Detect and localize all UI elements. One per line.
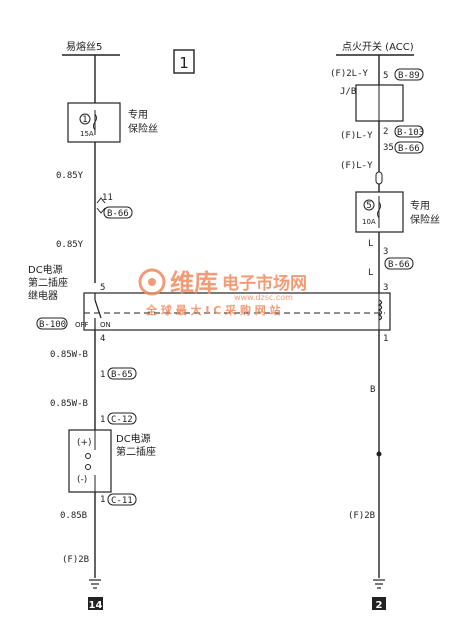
relay-title-3: 继电器: [28, 289, 58, 302]
right-conn-b66b-frame: [384, 257, 414, 270]
watermark-url: www.dzsc.com: [234, 293, 293, 302]
right-conn-b89: B-89: [398, 71, 420, 81]
left-fuse-num-circle: [79, 113, 91, 125]
right-splice-icon: [375, 171, 383, 185]
right-pin2: 2: [383, 127, 388, 137]
right-wire5-label: B: [370, 385, 375, 395]
right-source-label: 点火开关 (ACC): [342, 40, 414, 53]
right-ground-badge: [372, 597, 386, 610]
right-ground-num: 2: [376, 600, 383, 611]
left-conn-c11: C-11: [111, 496, 133, 506]
right-wire6-label: (F)2B: [348, 511, 375, 521]
right-fuse-num-circle: [363, 199, 375, 211]
left-pin1a: 1: [100, 370, 105, 380]
right-conn-b66: B-66: [398, 144, 420, 154]
watermark-title: 电子市场网: [222, 273, 307, 294]
left-wire2-label: 0.85Y: [56, 240, 84, 250]
relay-conn: B-100: [39, 320, 66, 330]
socket-terminal-bottom: [85, 464, 91, 470]
right-pin5: 5: [383, 71, 388, 81]
page-number: 1: [179, 54, 189, 72]
right-conn-b66-frame: [394, 141, 424, 154]
socket-title-1: DC电源: [116, 432, 151, 445]
relay-pin5: 5: [100, 283, 105, 293]
right-fuse-element-icon: [377, 201, 381, 219]
jb-label: J/B: [340, 87, 356, 97]
socket-box: [68, 429, 112, 493]
left-conn-c11-frame: [107, 493, 137, 506]
right-wire-fly: (F)L-Y: [340, 131, 373, 141]
right-wire3-label: L: [368, 239, 373, 249]
relay-pin3: 3: [383, 283, 388, 293]
left-connector-icon: [96, 197, 106, 214]
relay-coil-icon: [377, 299, 383, 321]
left-ground-num: 14: [89, 600, 103, 611]
relay-on: ON: [100, 321, 111, 329]
left-conn-b65: B-65: [111, 370, 133, 380]
left-fuse-label-1: 专用: [128, 108, 148, 121]
socket-title-2: 第二插座: [116, 445, 156, 458]
left-wire1-label: 0.85Y: [56, 171, 84, 181]
right-wire2-label: (F)L-Y: [340, 161, 373, 171]
left-fuse-amp: 15A: [80, 130, 94, 138]
relay-pin4: 4: [100, 334, 105, 344]
socket-terminal-top: [85, 453, 91, 459]
socket-plus: (+): [77, 438, 92, 448]
relay-box: [83, 292, 391, 331]
left-pin1c: 1: [100, 495, 105, 505]
left-wire4-label: 0.85W-B: [50, 399, 88, 409]
right-wire4-label: L: [368, 268, 373, 278]
right-fuse-num: 5: [366, 201, 372, 211]
relay-switch-blade: [94, 299, 102, 319]
right-conn-b89-frame: [394, 68, 424, 81]
left-wire6-label: (F)2B: [62, 555, 89, 565]
left-conn-c12-frame: [107, 412, 137, 425]
left-wire5-label: 0.85B: [60, 511, 87, 521]
right-fuse-label-1: 专用: [410, 199, 430, 212]
watermark-logo-dot: [148, 278, 156, 286]
left-fuse-element-icon: [93, 113, 97, 131]
page-number-box: [173, 49, 195, 74]
left-ground-badge: [88, 597, 103, 610]
relay-pin1: 1: [383, 334, 388, 344]
watermark-brand: 维库: [170, 269, 218, 297]
right-conn-b66b: B-66: [388, 260, 410, 270]
right-fuse-amp: 10A: [362, 218, 376, 226]
left-conn-b66-frame: [103, 206, 133, 219]
right-wire1-label: (F)2L-Y: [330, 69, 369, 79]
left-fuse-num: 1: [82, 115, 88, 125]
left-pin11: 11: [102, 193, 113, 203]
left-fuse-box: [67, 102, 121, 143]
right-splice-dot: [376, 451, 382, 457]
relay-title-2: 第二插座: [28, 276, 68, 289]
left-conn-c12: C-12: [111, 415, 133, 425]
relay-title-1: DC电源: [28, 263, 63, 276]
right-conn-b103: B-103: [397, 128, 424, 138]
relay-off: OFF: [75, 321, 89, 329]
socket-minus: (-): [77, 475, 87, 485]
watermark-logo-icon: [138, 268, 166, 296]
right-conn-b103-frame: [394, 125, 424, 138]
watermark: 维库 电子市场网 www.dzsc.com 全 球 最 大 I C 采 购 网 …: [138, 268, 307, 317]
right-pin3: 3: [383, 247, 388, 257]
left-pin1b: 1: [100, 415, 105, 425]
left-fuse-label-2: 保险丝: [128, 122, 158, 135]
relay-conn-frame: [36, 317, 68, 330]
left-source-label: 易熔丝5: [66, 40, 102, 53]
left-conn-b65-frame: [107, 367, 137, 380]
right-pin35: 35: [383, 143, 394, 153]
right-fuse-label-2: 保险丝: [410, 213, 440, 226]
left-wire3-label: 0.85W-B: [50, 350, 88, 360]
watermark-slogan: 全 球 最 大 I C 采 购 网 站: [145, 303, 281, 317]
left-conn-b66: B-66: [107, 209, 129, 219]
